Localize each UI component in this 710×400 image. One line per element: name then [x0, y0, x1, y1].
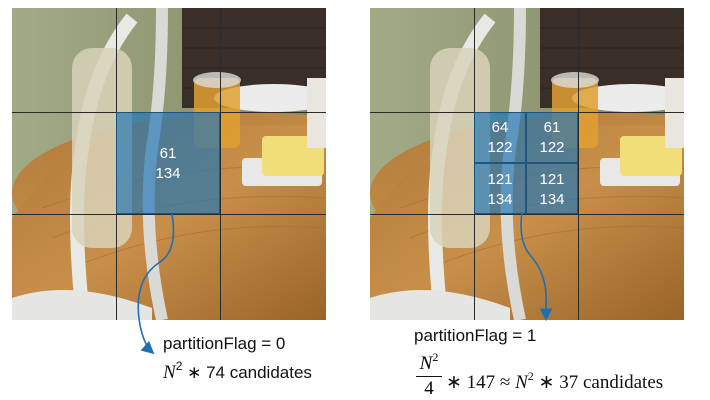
subblock-value-bottom: 122 [487, 139, 513, 156]
fraction-denominator: 4 [424, 378, 434, 399]
fraction-num-exp: 2 [432, 350, 439, 364]
subblock-value-bottom: 134 [487, 191, 513, 208]
right-scene-image: 64 122 61 122 121 134 121 134 [370, 8, 684, 320]
grid-line-horizontal [370, 214, 684, 215]
subblock-value-bottom: 122 [539, 139, 565, 156]
formula-variable: N [515, 372, 528, 393]
formula-variable: N [163, 362, 176, 383]
left-caption-flag: partitionFlag = 0 [163, 334, 286, 353]
left-caption-formula: N2 ∗ 74 candidates [163, 356, 312, 383]
left-scene-image: 61 134 [12, 8, 326, 320]
formula-exponent: 2 [175, 359, 183, 373]
partition-subblock [526, 163, 578, 214]
subblock-value-bottom: 134 [539, 191, 565, 208]
grid-line-horizontal [12, 214, 326, 215]
partition-subblock [474, 163, 526, 214]
subblock-value-top: 121 [487, 171, 513, 188]
grid-line-vertical [220, 8, 221, 320]
fraction-num-var: N [419, 353, 433, 374]
formula-mid: ∗ 147 ≈ [446, 372, 516, 393]
formula-fraction: N2 4 [416, 346, 442, 400]
partition-subblock [474, 112, 526, 163]
right-caption-flag: partitionFlag = 1 [414, 326, 537, 345]
formula-exponent: 2 [527, 369, 534, 383]
subblock-values: 61 122 [526, 118, 578, 158]
partition-block [116, 112, 220, 214]
grid-line-vertical [578, 8, 579, 320]
subblock-values: 64 122 [474, 118, 526, 158]
subblock-value-top: 61 [543, 119, 561, 136]
formula-rest: ∗ 37 candidates [533, 372, 664, 393]
block-values: 61 134 [116, 144, 220, 184]
fraction-numerator: N2 [420, 346, 439, 375]
formula-rest: ∗ 74 candidates [182, 363, 312, 382]
subblock-value-top: 121 [539, 171, 565, 188]
block-value-bottom: 134 [155, 165, 181, 182]
subblock-value-top: 64 [491, 119, 509, 136]
subblock-values: 121 134 [474, 170, 526, 210]
subblock-values: 121 134 [526, 170, 578, 210]
block-value-top: 61 [159, 145, 177, 162]
fraction-bar [416, 376, 442, 377]
right-caption-formula: ∗ 147 ≈ N2 ∗ 37 candidates [446, 366, 663, 393]
partition-subblock [526, 112, 578, 163]
